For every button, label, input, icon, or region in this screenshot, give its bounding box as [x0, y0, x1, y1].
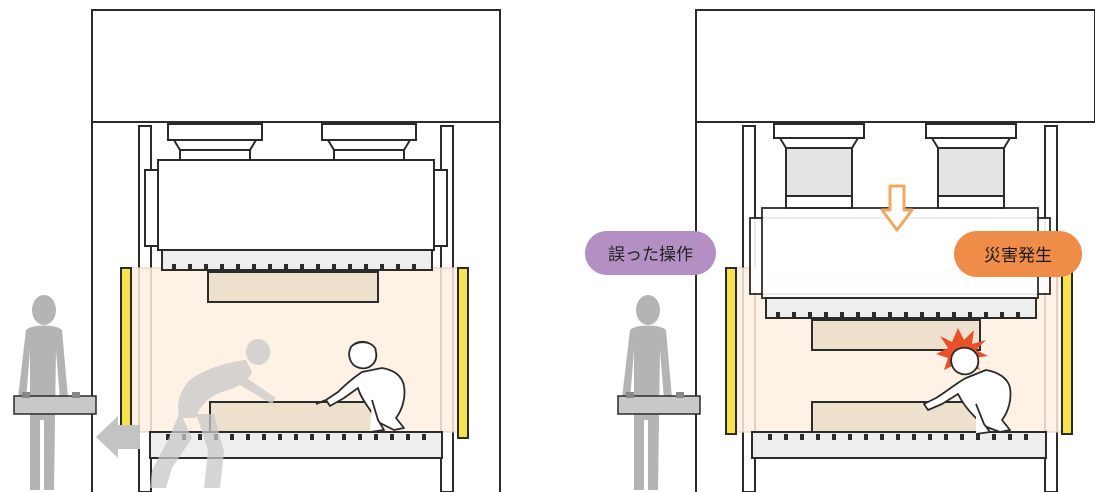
- crushed-worker: [923, 346, 1012, 435]
- hydraulic-cylinder-right: [925, 123, 1017, 209]
- press-frame: [695, 9, 1095, 492]
- wrong-operation-text: 誤った操作: [608, 245, 693, 265]
- hydraulic-cylinder-left: [773, 123, 865, 209]
- operator-silhouette: [13, 295, 97, 490]
- hydraulic-cylinder-left: [167, 123, 263, 161]
- lower-die: [811, 401, 981, 433]
- press-bed: [751, 401, 1047, 459]
- accident-text: 災害発生: [984, 246, 1052, 266]
- crouching-worker: [315, 340, 406, 433]
- worker-leaving-silhouette: [150, 339, 276, 488]
- hydraulic-cylinder-right: [321, 123, 417, 161]
- accident-label: 災害発生: [954, 231, 1082, 277]
- light-curtain-right: [1061, 267, 1073, 435]
- operator-silhouette: [617, 295, 701, 490]
- left-arrow-icon: [96, 416, 140, 458]
- light-curtain-right: [457, 267, 469, 439]
- wrong-operation-label: 誤った操作: [585, 231, 716, 275]
- ram-slot-marks: [172, 264, 416, 270]
- light-curtain-left: [120, 267, 132, 429]
- left-panel: [13, 9, 501, 492]
- bed-slot-marks: [768, 434, 1028, 440]
- lower-die: [209, 401, 381, 433]
- light-curtain-left: [725, 267, 737, 435]
- press-ram: [144, 159, 448, 303]
- upper-die: [207, 271, 379, 303]
- down-arrow-icon: [880, 184, 914, 232]
- upper-die: [811, 319, 981, 351]
- press-bed: [149, 401, 443, 459]
- ram-slot-marks: [776, 312, 1020, 318]
